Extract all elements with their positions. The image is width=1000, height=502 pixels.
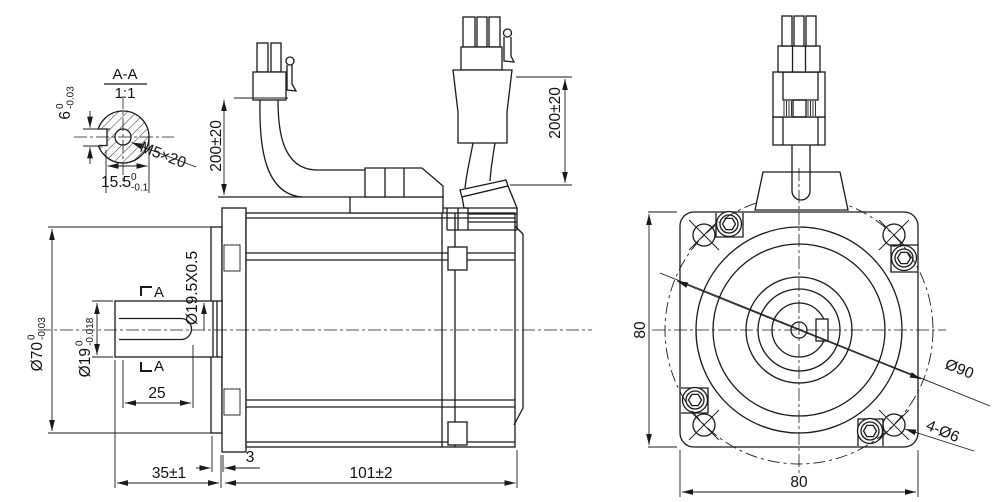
power-connector-body [452, 69, 513, 144]
mounting-hole-bottom-right [878, 409, 910, 441]
dim-pilot-depth-value: 3 [246, 449, 255, 466]
side-view: A A 200±20 200±20 Ø19.5X [27, 16, 592, 488]
dim-keyway-length: 25 [122, 345, 194, 408]
dim-keyway-length-value: 25 [148, 385, 165, 402]
section-cut-marks: A A [140, 284, 164, 375]
front-pin-3 [805, 15, 817, 47]
power-pin-2 [476, 16, 488, 48]
connector-pin-1 [256, 42, 269, 73]
front-pin-1 [781, 15, 793, 47]
dim-body-length: 101±2 [224, 450, 518, 488]
dim-shaft-dia-tol-lower: -0.018 [85, 317, 96, 346]
section-scale: 1:1 [115, 85, 136, 102]
dim-flange-width-value: 80 [790, 474, 808, 491]
dim-flange-width: 80 [679, 450, 919, 497]
dim-keyway-depth-tol-lower: -0.1 [131, 183, 149, 194]
dim-keyway-depth-tol-upper: 0 [131, 172, 137, 183]
mounting-holes [688, 219, 910, 441]
front-connector-lower-body [772, 116, 826, 146]
cover-screw-top-left [715, 210, 743, 238]
cover-screw-bottom-left [681, 386, 709, 414]
front-pin-2 [793, 15, 805, 47]
front-connector-upper-body [772, 71, 826, 118]
cable-outer-edge [259, 99, 303, 198]
dim-pilot-dia-value: Ø70 [29, 342, 46, 372]
connector-latch-top [285, 56, 295, 66]
ring-groove-label: Ø19.5X0.5 [184, 251, 201, 325]
dim-keyway-width-tol-upper: 0 [55, 103, 66, 109]
cover-screw-top-right [890, 244, 918, 272]
mounting-hole-top-left [688, 219, 720, 251]
cable-inner-edge [277, 99, 365, 171]
rear-screw-bottom [447, 421, 468, 446]
rear-cap [513, 225, 524, 426]
front-cable-gland [754, 171, 849, 211]
dim-pilot-dia-tol-upper: 0 [27, 334, 38, 340]
cover-screws [681, 210, 918, 446]
rear-screw-top [447, 246, 468, 271]
power-connector-collar [460, 46, 503, 71]
dim-cable-right-value: 200±20 [547, 87, 564, 139]
mounting-holes-label: 4-Ø6 [923, 417, 961, 446]
flange-hole-top [223, 244, 241, 272]
power-cable-right-edge [489, 142, 496, 182]
junction-box-base [349, 196, 444, 214]
section-cut-label-top: A [154, 284, 164, 301]
dim-shaft-dia-value: Ø19 [77, 348, 94, 377]
thread-label: M5×20 [138, 139, 189, 172]
dim-shaft-extension-value: 35±1 [152, 465, 186, 482]
cover-screw-bottom-right [856, 417, 884, 445]
dim-keyway-width-tol-lower: -0.03 [66, 86, 77, 109]
dim-body-length-value: 101±2 [350, 465, 393, 482]
power-connector [443, 16, 518, 231]
shaft-keyway [119, 317, 193, 341]
front-connector-center-block [792, 99, 807, 118]
dim-flange-height-value: 80 [632, 321, 649, 339]
front-view: Ø90 [632, 15, 991, 497]
encoder-connector [252, 42, 365, 198]
dim-cable-left: 200±20 [208, 97, 288, 196]
dim-flange-height: 80 [632, 211, 677, 448]
connector-pin-2 [270, 42, 282, 73]
dim-pilot-diameter: Ø70 0 -0.03 [27, 226, 211, 434]
front-power-connector [754, 15, 849, 211]
section-view-aa: A-A 1:1 6 0 -0.03 15.5 [55, 66, 197, 194]
power-pin-1 [462, 16, 476, 48]
thread-callout: M5×20 [131, 139, 197, 172]
dim-bolt-circle-value: Ø90 [943, 356, 977, 383]
dim-keyway-depth: 15.5 0 -0.1 [101, 136, 150, 194]
connector-latch [286, 65, 298, 92]
dim-pilot-depth: 3 [196, 436, 260, 472]
front-connector-springs [783, 101, 816, 116]
dim-shaft-extension: 35±1 [114, 360, 222, 488]
section-title: A-A [112, 66, 137, 83]
power-latch [503, 37, 516, 63]
connector-body [252, 71, 287, 101]
power-latch-top [502, 28, 513, 38]
flange-hole-bottom [223, 388, 241, 416]
power-cable-left-edge [464, 142, 474, 189]
motor-body-lines [246, 213, 515, 447]
dim-ring-groove: Ø19.5X0.5 [184, 251, 207, 330]
section-cut-label-bottom: A [154, 358, 164, 375]
front-pin-caps [777, 45, 821, 73]
dim-cable-left-value: 200±20 [208, 120, 225, 172]
power-pin-3 [488, 16, 501, 48]
output-shaft [114, 300, 223, 358]
gland-mount-lines [443, 207, 518, 231]
dim-cable-right: 200±20 [510, 76, 572, 186]
dim-keyway-depth-value: 15.5 [101, 174, 131, 191]
dim-shaft-diameter: Ø19 0 -0.018 [75, 300, 113, 377]
dim-shaft-dia-tol-upper: 0 [75, 340, 86, 346]
dim-pilot-dia-tol-lower: -0.03 [37, 317, 48, 340]
dim-keyway-width-value: 6 [57, 111, 74, 120]
dim-keyway-width: 6 0 -0.03 [55, 86, 110, 164]
